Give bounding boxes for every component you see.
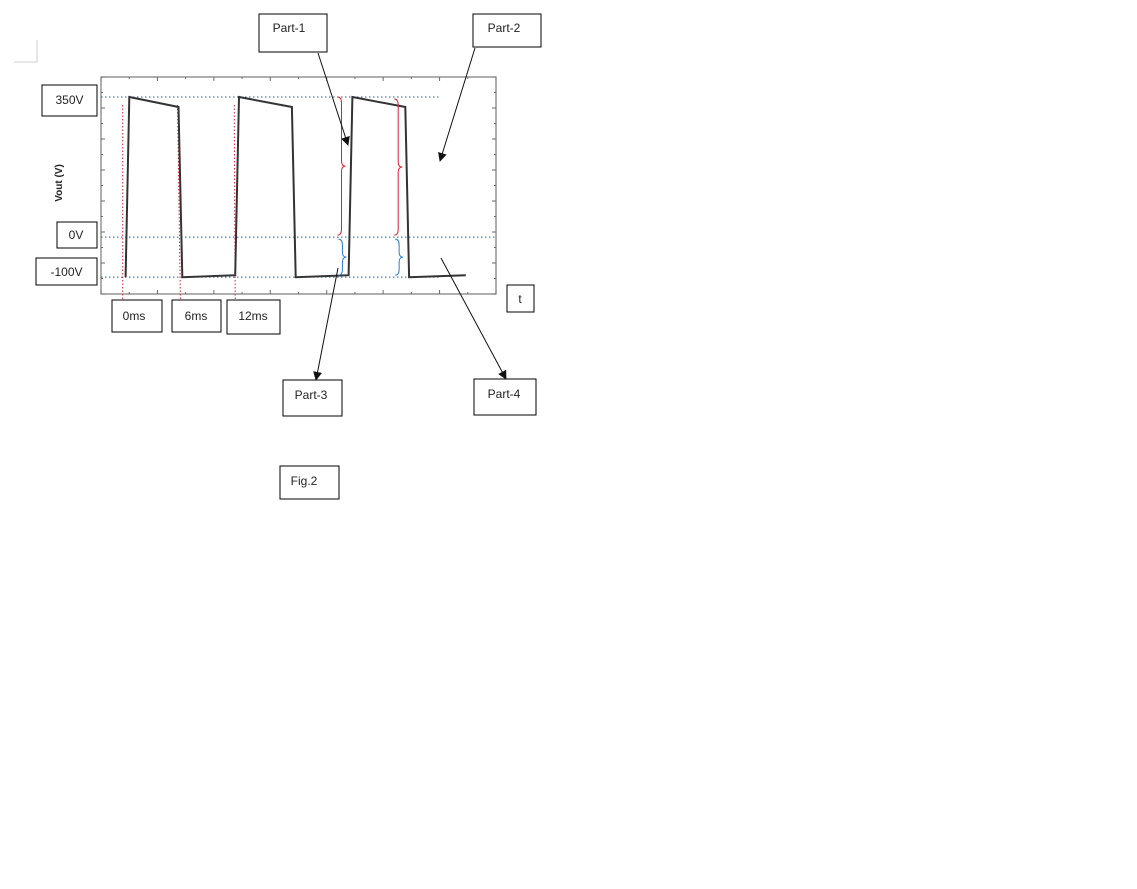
plot-frame bbox=[100, 76, 497, 295]
vout-waveform bbox=[124, 95, 466, 279]
label-6ms-box: 6ms bbox=[171, 299, 222, 333]
figure-caption-box: Fig.2 bbox=[279, 465, 340, 500]
label-12ms-box: 12ms bbox=[226, 299, 281, 335]
label-350v: 350V bbox=[55, 93, 83, 107]
callout-part-3: Part-3 bbox=[282, 379, 343, 417]
part-1-label: Part-1 bbox=[273, 21, 306, 35]
part-3-label: Part-3 bbox=[295, 388, 328, 402]
label-t-box: t bbox=[506, 284, 535, 313]
part-4-label: Part-4 bbox=[488, 387, 521, 401]
part-3-arrow bbox=[313, 267, 339, 381]
label-12ms: 12ms bbox=[238, 309, 267, 323]
callout-part-4: Part-4 bbox=[473, 378, 537, 416]
figure-caption: Fig.2 bbox=[291, 474, 318, 488]
label-6ms: 6ms bbox=[185, 309, 208, 323]
y-axis-title: Vout (V) bbox=[54, 164, 65, 202]
upper-brace-1 bbox=[337, 96, 346, 236]
label-0v-box: 0V bbox=[56, 221, 98, 249]
page-corner-mark bbox=[14, 40, 38, 63]
label-350v-box: 350V bbox=[41, 84, 98, 117]
axis-ticks bbox=[100, 76, 497, 295]
label-0ms-box: 0ms bbox=[111, 299, 163, 333]
x-axis-title: t bbox=[518, 292, 522, 306]
label-minus100v-box: -100V bbox=[35, 257, 98, 286]
label-0ms: 0ms bbox=[123, 309, 146, 323]
callout-part-2: Part-2 bbox=[472, 13, 542, 48]
part-1-arrow bbox=[317, 52, 350, 146]
label-0v: 0V bbox=[69, 228, 84, 242]
label-minus100v: -100V bbox=[50, 265, 82, 279]
upper-brace-2 bbox=[394, 98, 403, 236]
part-2-arrow bbox=[438, 47, 476, 162]
lower-brace-1 bbox=[338, 238, 347, 276]
lower-brace-2 bbox=[395, 238, 404, 276]
callout-part-1: Part-1 bbox=[258, 13, 328, 53]
part-2-label: Part-2 bbox=[488, 21, 521, 35]
time-marker-6ms bbox=[177, 105, 181, 301]
part-4-arrow bbox=[440, 257, 507, 380]
